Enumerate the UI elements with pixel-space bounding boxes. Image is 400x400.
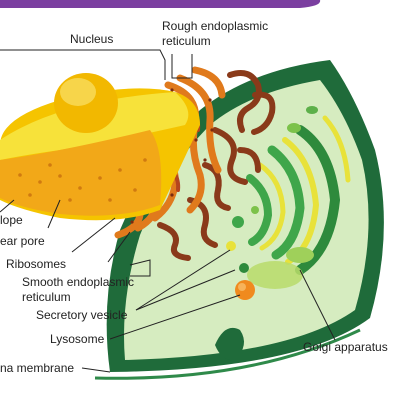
label-ribosomes: Ribosomes [6,257,66,271]
lysosome-highlight [238,283,246,291]
label-nuclear-pore: ear pore [0,234,45,248]
label-smooth-er-line2: reticulum [22,290,71,304]
secretory-vesicle-2 [226,241,236,251]
nucleolus-highlight [60,78,96,106]
lysosome [235,280,255,300]
label-secretory-vesicle: Secretory vesicle [36,308,128,322]
secretory-vesicle [239,263,249,273]
label-plasma-membrane: na membrane [0,361,74,375]
label-rough-er-line2: reticulum [162,34,211,48]
label-lysosome: Lysosome [50,332,105,346]
secretory-vesicle-4 [251,206,259,214]
header-band [0,0,320,8]
label-rough-er-line1: Rough endoplasmic [162,19,268,33]
label-nuclear-envelope: lope [0,213,23,227]
label-golgi-apparatus: Golgi apparatus [303,340,388,354]
secretory-vesicle-3 [232,216,244,228]
label-smooth-er-line1: Smooth endoplasmic [22,275,134,289]
label-nucleus: Nucleus [70,32,113,46]
